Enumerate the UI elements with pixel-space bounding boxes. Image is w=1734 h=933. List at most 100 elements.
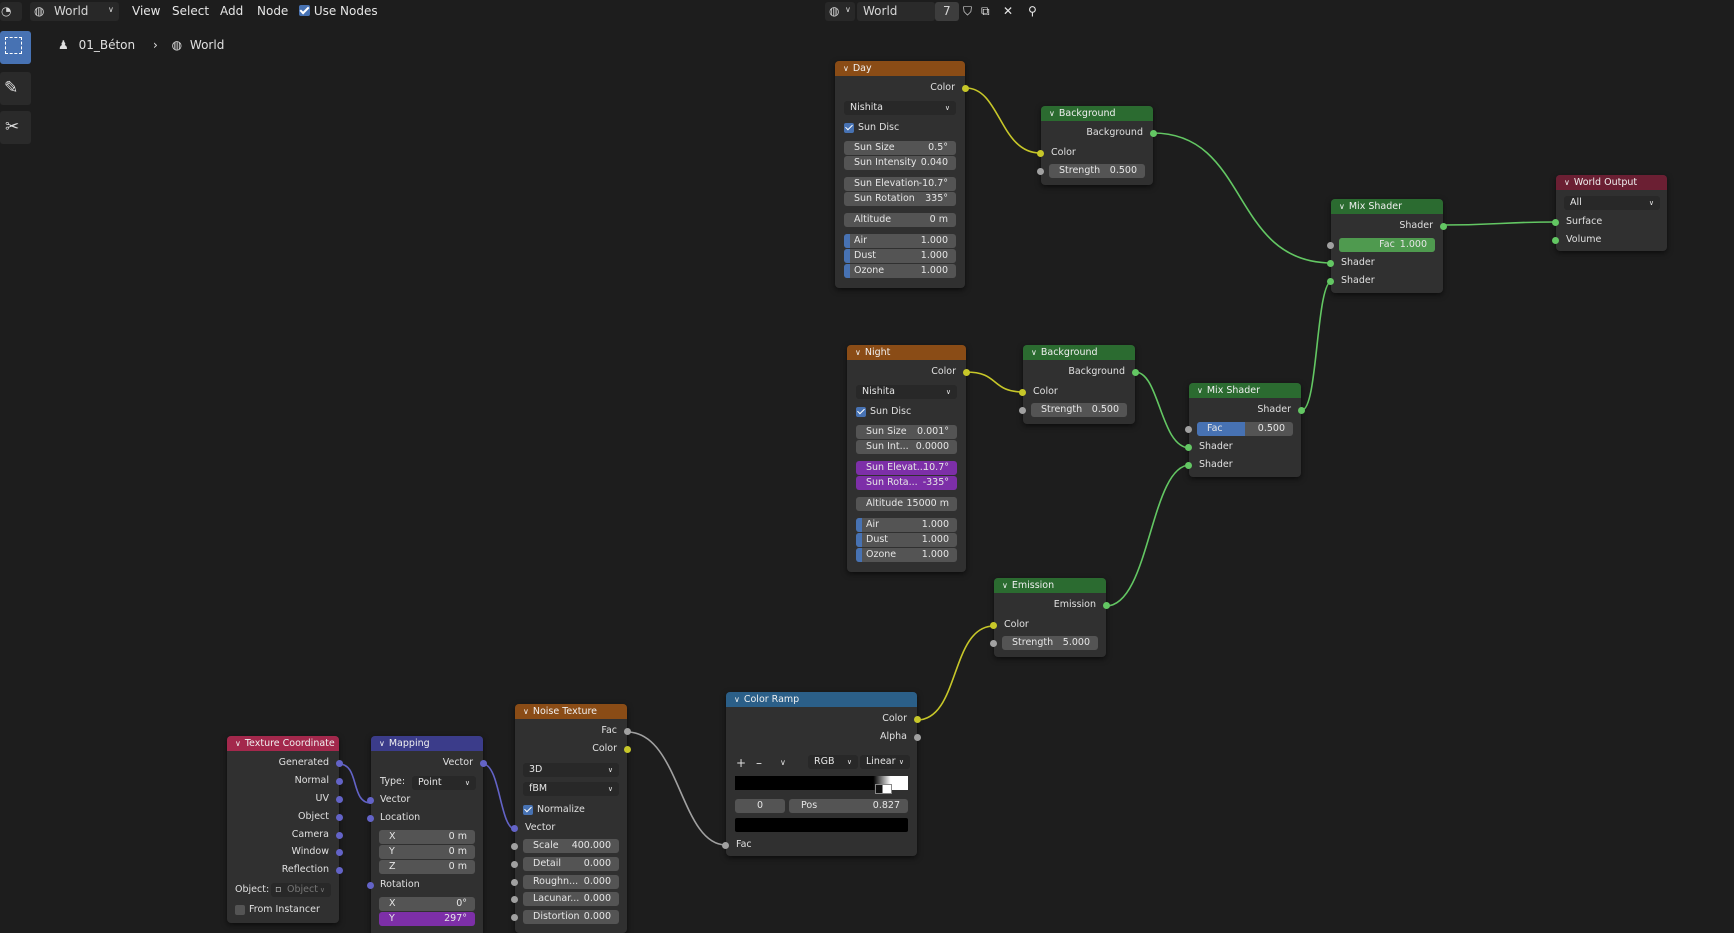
world-name-field[interactable]: World bbox=[857, 2, 935, 21]
node-background-day[interactable]: Background Background Color Strength0.50… bbox=[1037, 106, 1157, 185]
input-socket-surface[interactable] bbox=[1552, 219, 1559, 226]
menu-select[interactable]: Select bbox=[172, 4, 210, 18]
render-target-dropdown[interactable]: All bbox=[1564, 196, 1660, 210]
input-socket-fac[interactable] bbox=[722, 842, 729, 849]
node-header[interactable]: Mix Shader bbox=[1331, 199, 1443, 214]
field-roughness[interactable]: Roughn...0.000 bbox=[523, 875, 619, 889]
object-picker-field[interactable]: ▫ Object bbox=[271, 883, 331, 897]
sun-disc-checkbox[interactable] bbox=[844, 123, 854, 133]
node-color-ramp[interactable]: Color Ramp Color Alpha + – ∨ RGB Linear … bbox=[722, 692, 921, 856]
output-socket-reflection[interactable] bbox=[336, 867, 343, 874]
node-day-sky-texture[interactable]: Day Color Nishita Sun Disc Sun Size0.5° … bbox=[835, 61, 969, 288]
menu-add[interactable]: Add bbox=[220, 4, 244, 18]
node-world-output[interactable]: World Output All Surface Volume bbox=[1552, 175, 1667, 251]
duplicate-icon[interactable]: ⧉ bbox=[981, 4, 990, 18]
input-socket-strength[interactable] bbox=[1037, 168, 1044, 175]
add-stop-icon[interactable]: + bbox=[736, 756, 747, 770]
normalize-checkbox[interactable] bbox=[523, 805, 533, 815]
node-header[interactable]: Mapping bbox=[371, 736, 483, 751]
input-socket-lacunarity[interactable] bbox=[511, 896, 518, 903]
input-socket-color[interactable] bbox=[1019, 389, 1026, 396]
output-socket-generated[interactable] bbox=[336, 760, 343, 767]
output-socket-color[interactable] bbox=[624, 746, 631, 753]
field-sun-intensity[interactable]: Sun Int...0.0000 bbox=[856, 440, 957, 454]
use-nodes-toggle[interactable]: Use Nodes bbox=[299, 4, 378, 18]
input-socket-shader-2[interactable] bbox=[1327, 278, 1334, 285]
input-socket-fac[interactable] bbox=[1185, 426, 1192, 433]
node-header[interactable]: Background bbox=[1023, 345, 1135, 360]
output-socket-camera[interactable] bbox=[336, 832, 343, 839]
node-header[interactable]: Noise Texture bbox=[515, 704, 627, 719]
output-socket[interactable] bbox=[1440, 223, 1447, 230]
output-socket-normal[interactable] bbox=[336, 778, 343, 785]
field-sun-rotation-keyframed[interactable]: Sun Rota...-335° bbox=[856, 476, 957, 490]
ramp-stop-white[interactable] bbox=[882, 784, 892, 794]
field-sun-elevation-keyframed[interactable]: Sun Elevat...10.7° bbox=[856, 461, 957, 475]
interpolation-dropdown[interactable]: Linear bbox=[860, 755, 910, 769]
output-socket-uv[interactable] bbox=[336, 796, 343, 803]
field-sun-elevation[interactable]: Sun Elevation-10.7° bbox=[844, 177, 956, 191]
input-socket-rotation[interactable] bbox=[367, 882, 374, 889]
mapping-type-dropdown[interactable]: Point bbox=[412, 776, 476, 790]
node-header[interactable]: Mix Shader bbox=[1189, 383, 1301, 398]
world-browse-button[interactable]: ◍ ∨ bbox=[825, 2, 855, 21]
noise-type-dropdown[interactable]: fBM bbox=[523, 782, 619, 796]
links-cut-tool[interactable]: ✂ bbox=[0, 111, 31, 144]
node-header[interactable]: Emission bbox=[994, 578, 1106, 593]
input-socket-distortion[interactable] bbox=[511, 914, 518, 921]
node-header[interactable]: Day bbox=[835, 61, 965, 76]
stop-index-field[interactable]: 0 bbox=[735, 799, 785, 813]
output-socket[interactable] bbox=[1298, 407, 1305, 414]
input-socket-strength[interactable] bbox=[1019, 407, 1026, 414]
unlink-close-icon[interactable]: ✕ bbox=[1003, 4, 1014, 18]
input-socket-color[interactable] bbox=[990, 622, 997, 629]
editor-type-button[interactable]: ◔ bbox=[0, 2, 22, 21]
input-socket-shader-1[interactable] bbox=[1327, 260, 1334, 267]
color-ramp-gradient[interactable] bbox=[735, 776, 908, 790]
select-box-tool[interactable] bbox=[0, 31, 31, 64]
output-socket[interactable] bbox=[1150, 130, 1157, 137]
user-count-button[interactable]: 7 bbox=[935, 2, 959, 21]
stop-color-swatch[interactable] bbox=[735, 818, 908, 832]
from-instancer-checkbox[interactable] bbox=[235, 905, 245, 915]
color-mode-dropdown[interactable]: RGB bbox=[808, 755, 858, 769]
input-socket-shader-2[interactable] bbox=[1185, 462, 1192, 469]
input-socket-scale[interactable] bbox=[511, 843, 518, 850]
input-socket-vector[interactable] bbox=[367, 797, 374, 804]
pin-icon[interactable]: ⚲ bbox=[1028, 4, 1037, 18]
remove-stop-icon[interactable]: – bbox=[756, 756, 762, 770]
output-socket[interactable] bbox=[1132, 369, 1139, 376]
input-socket-vector[interactable] bbox=[511, 825, 518, 832]
node-texture-coordinate[interactable]: Texture Coordinate Generated Normal UV O… bbox=[227, 736, 343, 923]
node-header[interactable]: World Output bbox=[1556, 175, 1667, 190]
chevron-down-icon[interactable]: ∨ bbox=[780, 758, 786, 767]
node-header[interactable]: Night bbox=[847, 345, 966, 360]
input-socket-shader-1[interactable] bbox=[1185, 444, 1192, 451]
node-noise-texture[interactable]: Noise Texture Fac Color 3D fBM Normalize… bbox=[511, 704, 631, 933]
output-socket[interactable] bbox=[1103, 602, 1110, 609]
annotate-tool[interactable]: ✎ bbox=[0, 72, 31, 105]
